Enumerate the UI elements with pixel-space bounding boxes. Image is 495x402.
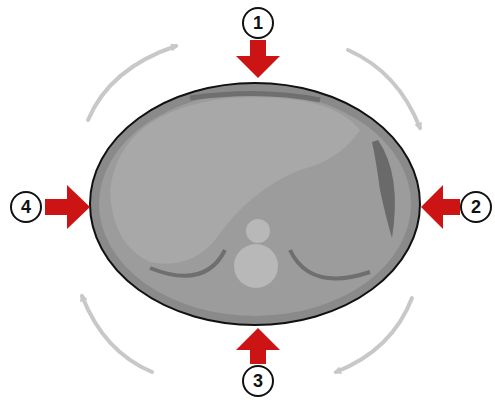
red-arrows [45, 40, 460, 364]
rotation-arrows [82, 46, 420, 372]
callout-circles [11, 8, 491, 396]
crus-right [290, 250, 370, 278]
callout-number: 4 [11, 192, 41, 222]
body-outline [90, 83, 420, 325]
crus-left [150, 250, 225, 276]
callout-number: 2 [461, 192, 491, 222]
body-inner [99, 92, 411, 316]
callout-number: 3 [243, 366, 273, 396]
liver [110, 97, 360, 264]
aorta [246, 219, 270, 243]
callout-number: 1 [243, 8, 273, 38]
vertebra [234, 244, 278, 288]
spleen [372, 140, 395, 238]
diaphragm [190, 93, 320, 100]
